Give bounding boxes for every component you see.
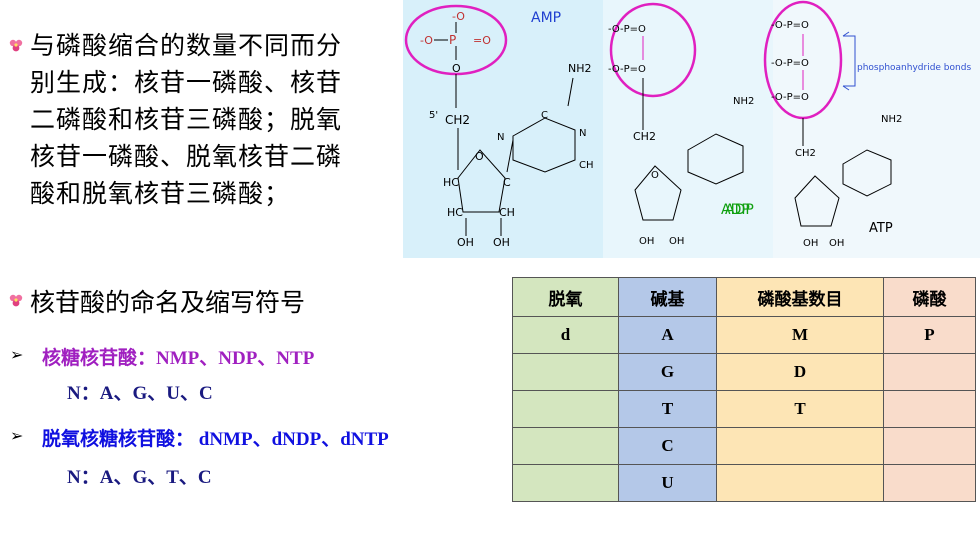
atp-label: ATP [869, 221, 893, 236]
svg-text:HC: HC [447, 206, 463, 219]
svg-text:HC: HC [443, 176, 459, 189]
svg-text:OH: OH [803, 238, 818, 249]
svg-text:5': 5' [429, 110, 438, 121]
table-cell: d [512, 316, 619, 354]
table-row: C [512, 427, 976, 465]
flower-bullet-icon [9, 294, 23, 307]
table-cell [512, 464, 619, 502]
ribo-bases: N：A、G、U、C [67, 383, 213, 404]
table-cell [883, 353, 976, 391]
svg-text:-O-P=O: -O-P=O [608, 64, 646, 75]
intro-line: 核苷一磷酸、脱氧核苷二磷 [30, 142, 343, 171]
header-phosphate-count: 磷酸基数目 [716, 277, 884, 317]
naming-heading: 核苷酸的命名及缩写符号 [30, 288, 306, 317]
table-header-row: 脱氧 碱基 磷酸基数目 磷酸 [512, 277, 976, 317]
svg-text:O: O [475, 150, 484, 163]
intro-line: 与磷酸缩合的数量不同而分 [30, 31, 343, 60]
table-cell: G [618, 353, 717, 391]
table-cell: M [716, 316, 884, 354]
intro-paragraph: 与磷酸缩合的数量不同而分 别生成：核苷一磷酸、核苷 二磷酸和核苷三磷酸；脱氧 核… [30, 27, 390, 212]
svg-text:CH2: CH2 [795, 148, 816, 159]
nucleotide-structure-diagram: -O -O P =O O 5' CH2 O HC C HC CH OH OH N… [403, 0, 980, 258]
intro-line: 酸和脱氧核苷三磷酸； [30, 179, 291, 208]
table-cell: T [716, 390, 884, 428]
svg-text:NH2: NH2 [881, 114, 902, 125]
table-cell [883, 390, 976, 428]
table-cell [883, 464, 976, 502]
table-cell: T [618, 390, 717, 428]
svg-text:OH: OH [493, 236, 510, 249]
svg-text:OH: OH [457, 236, 474, 249]
ribo-nucleotide-label: 核糖核苷酸：NMP、NDP、NTP [42, 348, 315, 369]
svg-text:=O: =O [473, 34, 491, 47]
table-cell: P [883, 316, 976, 354]
intro-line: 二磷酸和核苷三磷酸；脱氧 [30, 105, 343, 134]
svg-text:CH: CH [499, 206, 515, 219]
svg-text:CH2: CH2 [633, 130, 656, 143]
table-cell: D [716, 353, 884, 391]
svg-text:OH: OH [829, 238, 844, 249]
svg-text:NH2: NH2 [568, 62, 592, 75]
table-cell [512, 390, 619, 428]
table-cell [716, 427, 884, 465]
table-row: d A M P [512, 316, 976, 354]
svg-text:N: N [497, 132, 504, 143]
flower-bullet-icon [9, 39, 23, 52]
svg-text:NH2: NH2 [733, 96, 754, 107]
svg-text:C: C [503, 176, 511, 189]
svg-text:OH: OH [639, 236, 654, 247]
svg-text:N: N [579, 128, 586, 139]
svg-text:-O-P=O: -O-P=O [608, 24, 646, 35]
svg-text:P: P [449, 33, 456, 47]
phosphoanhydride-bonds-label: phosphoanhydride bonds [857, 63, 971, 73]
naming-table: 脱氧 碱基 磷酸基数目 磷酸 d A M P G D T T C U [512, 277, 976, 502]
table-row: T T [512, 390, 976, 428]
table-cell [716, 464, 884, 502]
header-deoxy: 脱氧 [512, 277, 619, 317]
svg-text:CH2: CH2 [445, 113, 470, 127]
table-row: G D [512, 353, 976, 391]
table-cell [883, 427, 976, 465]
svg-text:-O-P=O: -O-P=O [771, 20, 809, 31]
intro-line: 别生成：核苷一磷酸、核苷 [30, 68, 343, 97]
table-cell: C [618, 427, 717, 465]
adp-label: ADP [721, 202, 750, 218]
deoxy-nucleotide-label: 脱氧核糖核苷酸： dNMP、dNDP、dNTP [42, 429, 389, 450]
svg-text:O: O [651, 170, 659, 181]
table-cell: A [618, 316, 717, 354]
amp-label: AMP [531, 10, 561, 26]
svg-text:-O-P=O: -O-P=O [771, 58, 809, 69]
table-row: U [512, 464, 976, 502]
svg-text:-O: -O [452, 10, 465, 23]
svg-text:-O-P=O: -O-P=O [771, 92, 809, 103]
deoxy-bases: N：A、G、T、C [67, 467, 212, 488]
table-cell [512, 353, 619, 391]
svg-text:ADP: ADP [725, 202, 754, 218]
svg-text:C: C [541, 110, 548, 121]
arrow-bullet-icon: ➢ [10, 426, 24, 445]
svg-text:OH: OH [669, 236, 684, 247]
svg-text:CH: CH [579, 160, 594, 171]
table-cell: U [618, 464, 717, 502]
arrow-bullet-icon: ➢ [10, 345, 24, 364]
header-phosphate: 磷酸 [883, 277, 976, 317]
svg-text:O: O [452, 62, 461, 75]
table-cell [512, 427, 619, 465]
header-base: 碱基 [618, 277, 717, 317]
svg-text:-O: -O [420, 34, 433, 47]
